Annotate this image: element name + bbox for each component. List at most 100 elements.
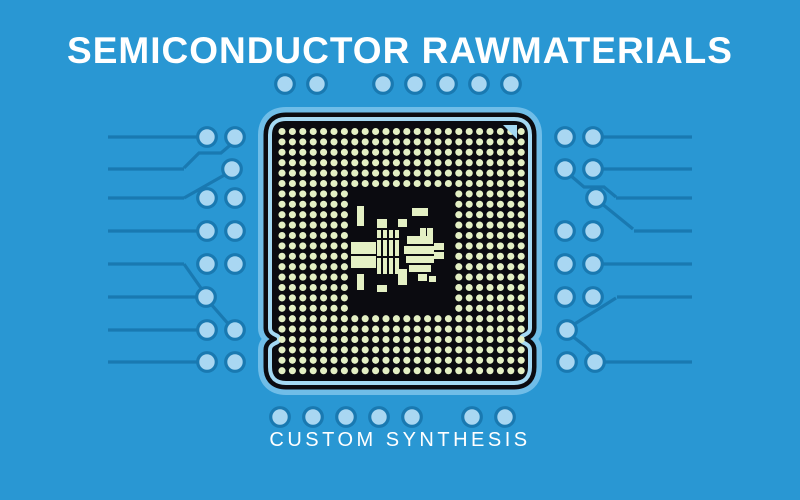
pin-dot xyxy=(320,179,328,188)
pin-dot xyxy=(340,138,348,146)
pin-dot xyxy=(299,169,307,177)
pin-dot xyxy=(309,304,317,312)
pin-dot xyxy=(299,200,307,208)
pin-dot xyxy=(288,138,296,146)
pin-dot xyxy=(320,367,328,375)
pin-dot xyxy=(340,159,348,167)
pin-dot xyxy=(455,127,463,136)
pin-dot xyxy=(372,127,380,136)
pin-dot xyxy=(496,346,504,354)
pin-dot xyxy=(476,211,484,219)
pin-dot xyxy=(278,159,286,167)
pin-dot xyxy=(496,294,504,302)
pin-dot xyxy=(320,211,328,219)
pin-dot xyxy=(340,294,348,302)
pin-dot xyxy=(496,148,504,156)
pin-dot xyxy=(465,148,473,156)
pin-dot xyxy=(496,200,504,208)
pin-dot xyxy=(486,179,494,188)
pin-dot xyxy=(496,169,504,177)
pin-dot xyxy=(309,200,317,208)
pin-dot xyxy=(465,367,473,375)
pin-dot xyxy=(392,346,400,354)
pin-dot xyxy=(486,148,494,156)
pin-dot xyxy=(340,200,348,208)
pin-dot xyxy=(444,335,452,344)
pin-dot xyxy=(413,127,421,136)
pin-dot xyxy=(517,242,525,250)
pin-dot xyxy=(288,127,296,136)
pin-dot xyxy=(330,367,338,375)
pin-dot xyxy=(455,346,463,354)
pin-dot xyxy=(455,179,463,188)
pin-dot xyxy=(320,190,328,198)
node-dot xyxy=(335,406,357,428)
pin-dot xyxy=(299,325,307,333)
pin-dot xyxy=(476,138,484,146)
pin-dot xyxy=(320,138,328,146)
pin-dot xyxy=(455,138,463,146)
pin-dot xyxy=(455,335,463,344)
pin-dot xyxy=(340,325,348,333)
pin-dot xyxy=(517,356,525,364)
pin-dot xyxy=(403,335,411,344)
pin-dot xyxy=(465,231,473,240)
pin-dot xyxy=(299,221,307,229)
pin-dot xyxy=(372,169,380,177)
pin-dot xyxy=(361,356,369,364)
pin-dot xyxy=(517,138,525,146)
pin-dot xyxy=(507,242,515,250)
pin-dot xyxy=(372,159,380,167)
pin-dot xyxy=(330,335,338,344)
pin-dot xyxy=(392,138,400,146)
pin-dot xyxy=(455,200,463,208)
pin-dot xyxy=(455,252,463,260)
pin-dot xyxy=(403,138,411,146)
pin-dot xyxy=(361,169,369,177)
pin-dot xyxy=(351,315,359,323)
pin-dot xyxy=(351,169,359,177)
pin-dot xyxy=(320,304,328,312)
pin-dot xyxy=(299,283,307,292)
pin-dot xyxy=(434,148,442,156)
pin-dot xyxy=(288,159,296,167)
pin-dot xyxy=(496,252,504,260)
right-trace-nodes xyxy=(554,126,607,373)
right-circuit-traces xyxy=(554,126,692,373)
pin-dot xyxy=(330,211,338,219)
pin-dot xyxy=(403,179,411,188)
pin-dot xyxy=(320,221,328,229)
pin-dot xyxy=(320,335,328,344)
pin-dot xyxy=(309,335,317,344)
pin-dot xyxy=(309,356,317,364)
pin-dot xyxy=(372,335,380,344)
pin-dot xyxy=(476,273,484,281)
pin-dot xyxy=(465,190,473,198)
node-dot xyxy=(401,406,423,428)
pin-dot xyxy=(288,335,296,344)
pin-dot xyxy=(486,211,494,219)
pin-dot xyxy=(299,315,307,323)
pin-dot xyxy=(496,159,504,167)
pin-dot xyxy=(309,138,317,146)
node-dot xyxy=(368,406,390,428)
pin-dot xyxy=(288,263,296,271)
pin-dot xyxy=(340,179,348,188)
pin-dot xyxy=(413,367,421,375)
pin-dot xyxy=(320,283,328,292)
pin-dot xyxy=(340,356,348,364)
pin-dot xyxy=(507,294,515,302)
pin-dot xyxy=(424,169,432,177)
pin-dot xyxy=(424,127,432,136)
pin-dot xyxy=(507,263,515,271)
pin-dot xyxy=(382,127,390,136)
pin-dot xyxy=(444,367,452,375)
pin-dot xyxy=(507,367,515,375)
pin-dot xyxy=(444,179,452,188)
pin-dot xyxy=(392,325,400,333)
pin-dot xyxy=(330,346,338,354)
pin-dot xyxy=(278,346,286,354)
pin-dot xyxy=(278,200,286,208)
pin-dot xyxy=(340,273,348,281)
pin-dot xyxy=(476,231,484,240)
